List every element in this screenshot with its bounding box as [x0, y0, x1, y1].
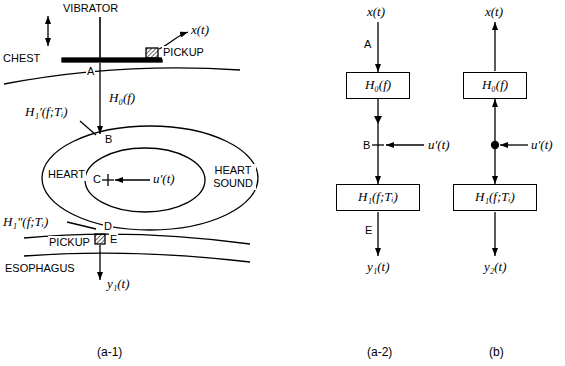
point-label: D — [103, 220, 113, 233]
signal-name: y₁(t) — [106, 276, 131, 291]
point-label: A — [363, 38, 372, 51]
output-arrow — [377, 212, 378, 256]
point-label: E — [364, 224, 373, 237]
point-label: E — [109, 233, 118, 246]
esophagus-wall — [24, 253, 250, 262]
signal-name: y₂(t) — [483, 259, 508, 274]
transfer-block: H₀(f) — [463, 72, 527, 99]
part-name: PICKUP — [162, 46, 205, 59]
signal-name: u′(t) — [152, 171, 176, 186]
block-label: H₀(f) — [355, 77, 401, 93]
pickup-sensor — [95, 234, 105, 244]
heart-inner-outline — [85, 148, 205, 212]
point-label: B — [362, 139, 371, 152]
vibration-arrow — [47, 16, 48, 46]
transfer-block: H₀(f) — [346, 72, 410, 99]
signal-connector — [377, 99, 378, 184]
signal-name: x(t) — [484, 4, 504, 19]
part-name: HEART SOUND — [210, 164, 256, 190]
figure-label: (b) — [488, 345, 505, 359]
vibrator-rod — [99, 17, 101, 58]
source-cross — [107, 174, 108, 186]
chest-wall — [4, 68, 240, 84]
output-arrow — [494, 22, 495, 71]
part-name: CHEST — [2, 52, 41, 65]
transfer-function: H₀(f) — [108, 90, 136, 105]
input-arrow — [500, 144, 528, 145]
signal-name: y₁(t) — [366, 259, 391, 274]
transfer-function: H₁″(f;Tᵢ) — [2, 214, 49, 229]
point-label: C — [92, 173, 102, 186]
heart-outline — [42, 126, 258, 230]
block-label: H₁(f;Tᵢ) — [462, 189, 528, 205]
part-name: HEART — [47, 168, 86, 181]
part-name: ESOPHAGUS — [4, 262, 76, 275]
input-arrow — [115, 179, 150, 180]
signal-connector — [494, 99, 495, 184]
block-label: H₁(f;Tᵢ) — [345, 189, 411, 205]
transfer-block: H₁(f;Tᵢ) — [453, 184, 537, 211]
block-label: H₀(f) — [472, 77, 518, 93]
input-arrow — [377, 22, 378, 72]
output-arrow — [494, 212, 495, 256]
input-arrow — [386, 144, 424, 145]
part-name: VIBRATOR — [62, 2, 119, 15]
part-name: PICKUP — [48, 236, 91, 249]
signal-name: x(t) — [190, 22, 210, 37]
figure-label: (a-1) — [96, 345, 123, 359]
pickup-sensor — [146, 48, 158, 58]
point-label: A — [86, 65, 95, 78]
figure-label: (a-2) — [366, 345, 393, 359]
signal-name: x(t) — [366, 4, 386, 19]
point-label: B — [104, 133, 113, 146]
signal-name: u′(t) — [427, 137, 451, 152]
signal-name: u′(t) — [530, 137, 554, 152]
transfer-function: H₁′(f;Tᵢ) — [24, 104, 69, 119]
transfer-block: H₁(f;Tᵢ) — [336, 184, 420, 211]
signal-path — [99, 63, 100, 134]
leader-line — [67, 222, 96, 229]
output-arrow — [99, 245, 100, 280]
